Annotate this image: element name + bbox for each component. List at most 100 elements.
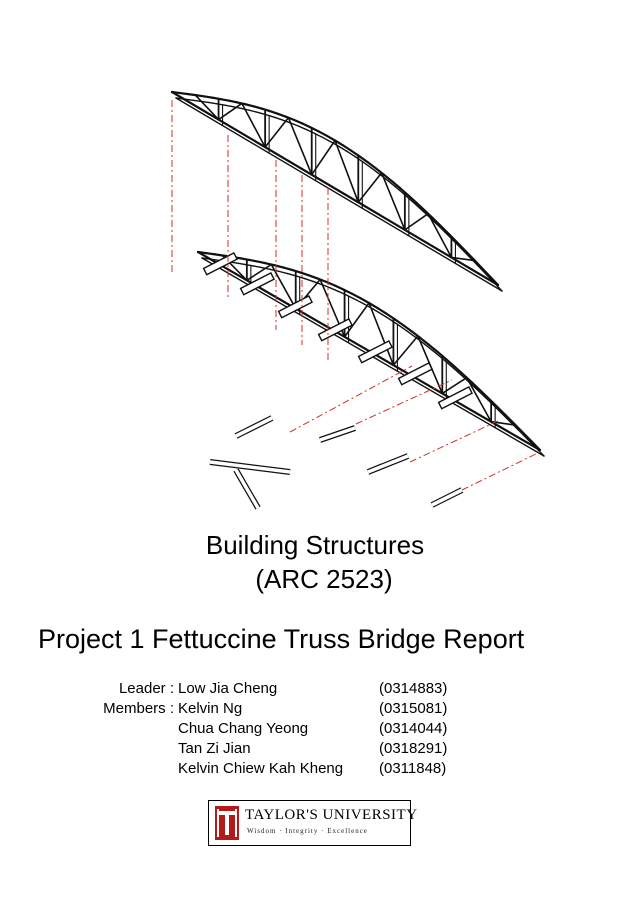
top-chord <box>244 103 255 108</box>
top-chord <box>342 144 353 152</box>
top-chord <box>282 266 294 272</box>
diagonal-member <box>357 172 383 204</box>
diagonal-member <box>334 139 360 204</box>
truss-bridge-illustration <box>170 90 545 510</box>
diagonal-member <box>264 116 290 148</box>
top-chord <box>248 109 259 114</box>
member-name: Kelvin Ng <box>178 700 243 717</box>
cross-member <box>277 295 313 319</box>
top-chord <box>362 161 373 169</box>
top-chord <box>496 405 507 417</box>
top-chord <box>201 257 212 260</box>
top-chord <box>359 297 371 305</box>
diagonal-member <box>287 116 313 176</box>
top-chord <box>366 161 377 170</box>
guide-line <box>289 365 413 433</box>
members-label: Members : <box>103 700 174 717</box>
top-chord <box>397 324 408 332</box>
member-id: (0311848) <box>379 760 447 777</box>
top-chord <box>273 116 283 121</box>
bottom-chord <box>175 97 503 292</box>
guide-line <box>355 379 453 425</box>
diagonal-member <box>392 335 419 366</box>
diagonal-member <box>171 91 197 96</box>
top-chord <box>393 318 405 327</box>
course-code: (ARC 2523) <box>255 564 393 594</box>
top-chord <box>303 277 314 283</box>
top-chord <box>406 330 417 339</box>
diagonal-member <box>194 94 220 121</box>
university-name: TAYLOR'S UNIVERSITY <box>245 807 418 823</box>
top-chord <box>419 336 430 346</box>
top-chord <box>299 271 311 277</box>
diagonal-member <box>246 263 273 282</box>
top-chord <box>235 262 246 266</box>
cross-member <box>437 386 473 410</box>
top-chord <box>460 247 471 258</box>
member-id: (0318291) <box>379 740 448 757</box>
top-chord <box>268 109 280 115</box>
diagonal-member <box>427 212 453 259</box>
top-chord <box>485 273 495 284</box>
guide-line <box>461 451 541 491</box>
top-chord <box>286 272 297 277</box>
top-chord <box>346 150 356 158</box>
member-name: Tan Zi Jian <box>178 740 251 757</box>
member-name: Low Jia Cheng <box>178 680 278 697</box>
top-chord <box>423 343 434 352</box>
loose-member-face <box>235 416 273 438</box>
top-chord <box>390 180 402 190</box>
top-chord <box>308 274 319 280</box>
diagonal-member <box>514 424 541 451</box>
top-chord <box>252 105 263 110</box>
member-id: (0314044) <box>379 720 448 737</box>
top-chord <box>325 134 337 142</box>
top-chord <box>316 277 328 284</box>
top-chord <box>470 381 482 392</box>
top-chord <box>449 364 460 374</box>
top-chord <box>367 301 379 310</box>
diagonal-member <box>310 139 336 176</box>
diagonal-member <box>473 259 499 286</box>
member-id: (0314883) <box>379 680 448 697</box>
top-chord <box>338 145 348 153</box>
diagonal-member <box>343 302 370 338</box>
top-chord <box>474 387 485 397</box>
top-chord <box>436 223 446 233</box>
member-id: (0315081) <box>379 700 448 717</box>
leader-label: Leader : <box>118 680 174 697</box>
top-chord <box>203 95 214 99</box>
top-chord <box>402 324 413 333</box>
top-chord <box>256 260 268 265</box>
cross-member <box>317 318 353 342</box>
cross-member <box>397 362 433 386</box>
top-chord <box>407 194 418 204</box>
diagonal-member <box>241 102 266 148</box>
top-chord <box>444 357 456 368</box>
top-chord <box>526 437 537 448</box>
cross-member <box>357 340 393 364</box>
top-chord <box>415 201 426 212</box>
diagonal-member <box>450 256 476 262</box>
diagonal-member <box>270 263 297 310</box>
course-title: Building Structures <box>205 530 425 560</box>
top-chord <box>191 99 202 102</box>
top-chord <box>317 130 328 137</box>
bottom-chord <box>170 90 500 287</box>
top-chord <box>276 112 288 118</box>
top-chord <box>372 308 383 315</box>
top-chord <box>500 412 511 423</box>
university-logo: TAYLOR'S UNIVERSITY Wisdom · Integrity ·… <box>208 800 417 846</box>
top-chord <box>239 257 251 262</box>
loose-member-face <box>367 454 409 474</box>
top-chord <box>504 414 516 426</box>
top-chord <box>355 298 366 305</box>
top-chord <box>322 136 332 143</box>
top-chord <box>211 96 222 101</box>
top-chord <box>358 155 369 164</box>
loose-member-face <box>234 469 260 509</box>
top-chord <box>439 225 451 236</box>
diagonal-member <box>380 172 406 231</box>
top-chord <box>493 281 503 292</box>
top-chord <box>293 118 304 125</box>
